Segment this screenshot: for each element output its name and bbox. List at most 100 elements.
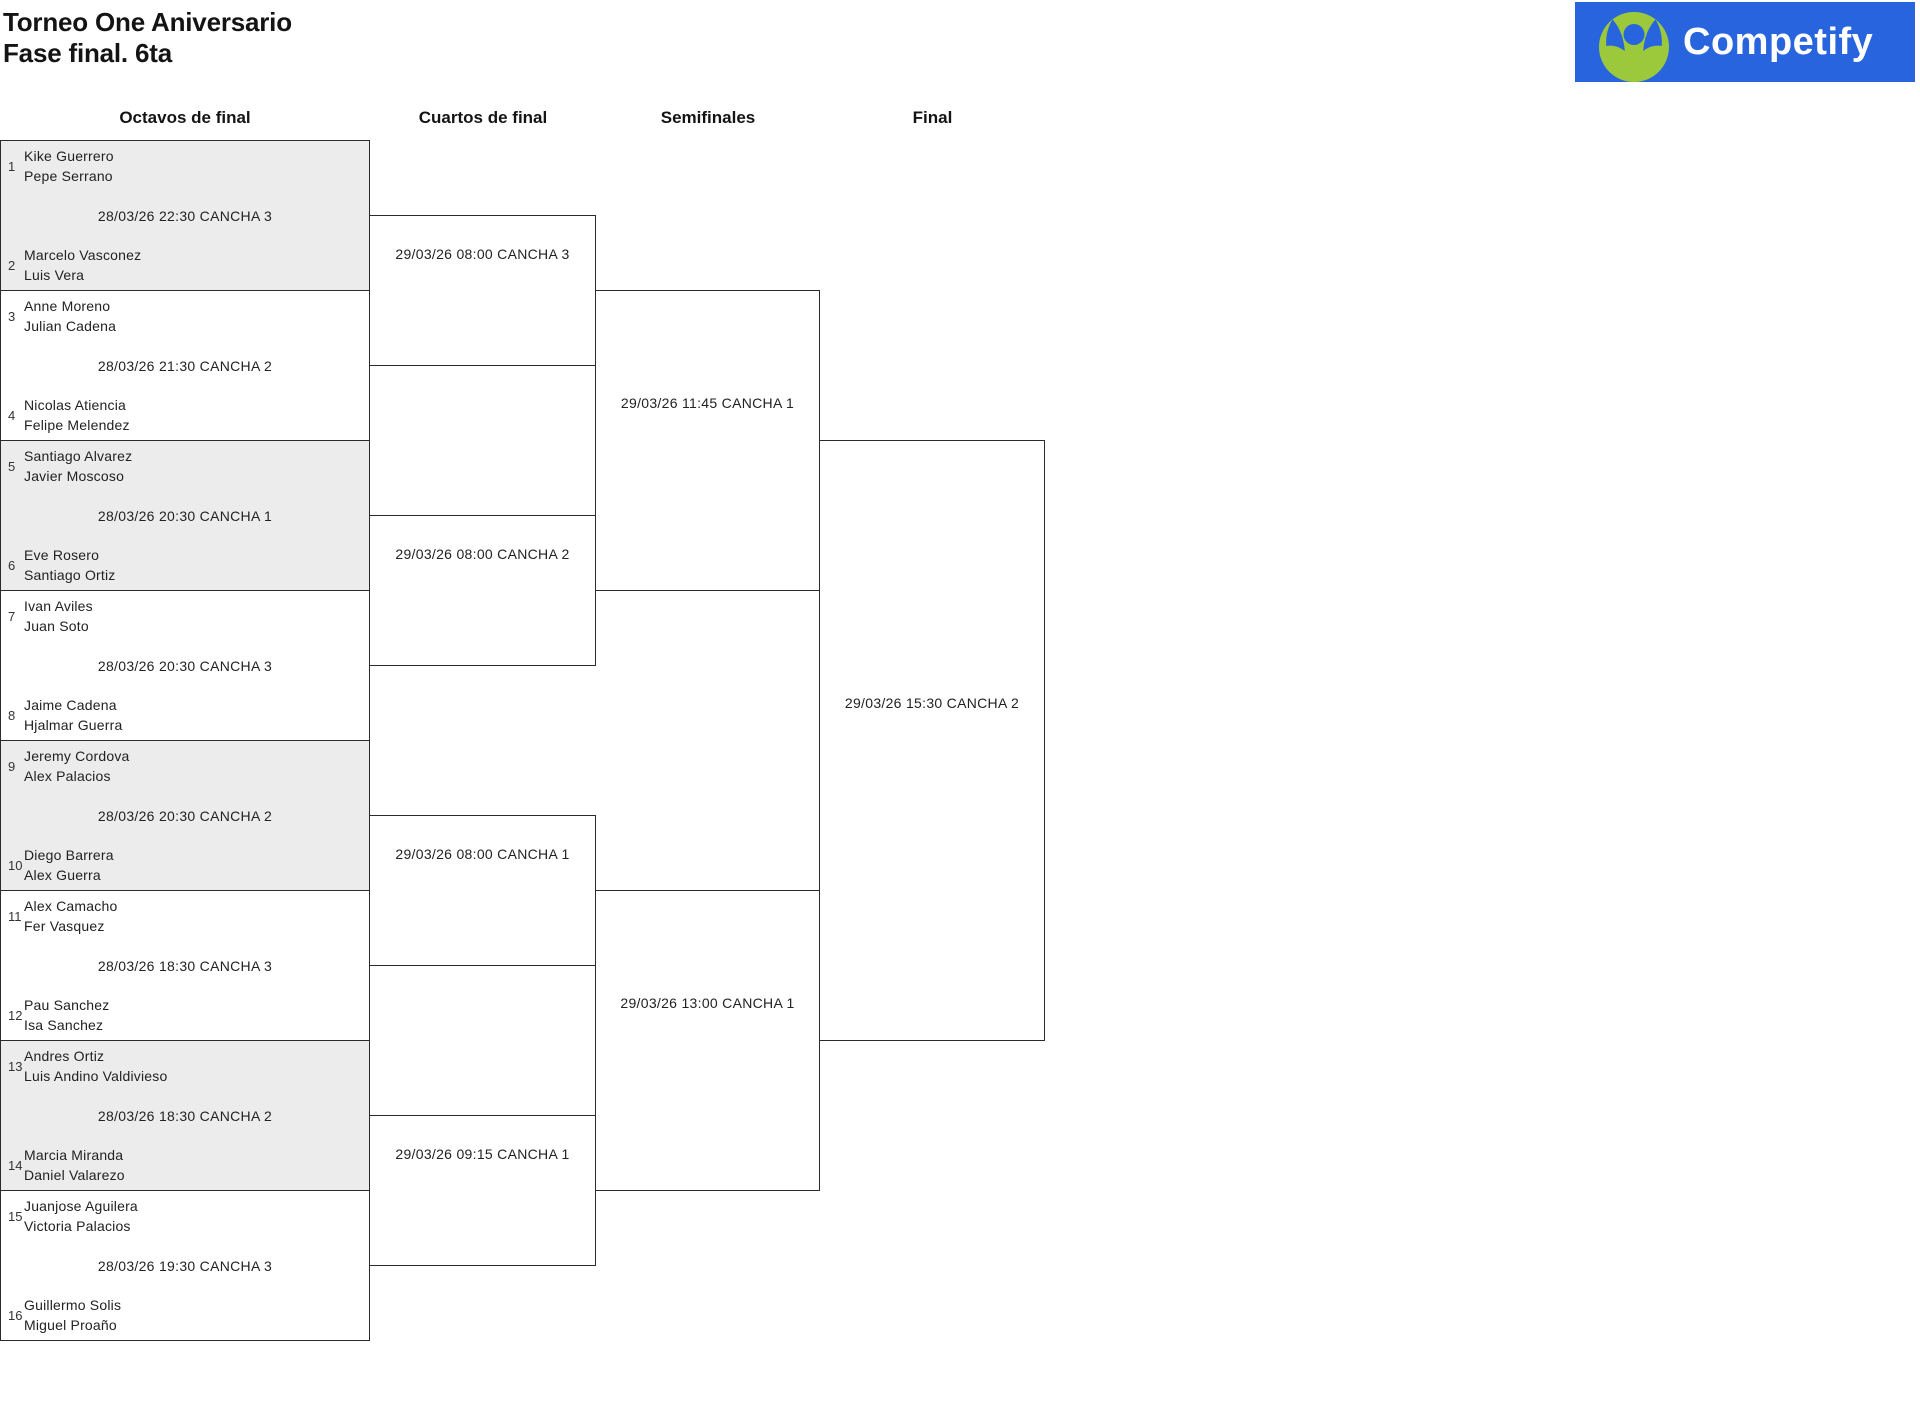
competify-wordmark: Competify — [1683, 20, 1874, 63]
player-name: Juan Soto — [24, 618, 89, 634]
player-name: Diego Barrera — [24, 847, 114, 863]
seed-number: 2 — [8, 257, 16, 273]
quarterfinal-match-3[interactable]: 29/03/26 08:00 CANCHA 1 — [369, 815, 596, 966]
competify-logo[interactable]: Competify — [1575, 2, 1915, 82]
team-pair: Eve Rosero Santiago Ortiz — [24, 545, 116, 585]
r16-match-6[interactable]: 11 Alex Camacho Fer Vasquez 28/03/26 18:… — [0, 890, 370, 1041]
player-name: Eve Rosero — [24, 547, 100, 563]
r16-match-2[interactable]: 3 Anne Moreno Julian Cadena 28/03/26 21:… — [0, 290, 370, 441]
r16-match-7[interactable]: 13 Andres Ortiz Luis Andino Valdivieso 2… — [0, 1040, 370, 1191]
player-name: Jaime Cadena — [24, 697, 117, 713]
seed-number: 1 — [8, 158, 16, 174]
player-name: Anne Moreno — [24, 298, 111, 314]
player-name: Santiago Alvarez — [24, 448, 133, 464]
player-name: Santiago Ortiz — [24, 567, 116, 583]
player-name: Marcelo Vasconez — [24, 247, 142, 263]
competify-logo-icon — [1599, 12, 1669, 82]
match-datetime: 28/03/26 19:30 CANCHA 3 — [97, 1258, 273, 1274]
seed-number: 13 — [8, 1058, 23, 1074]
seed-number: 7 — [8, 608, 16, 624]
player-name: Luis Vera — [24, 267, 85, 283]
player-name: Pepe Serrano — [24, 168, 113, 184]
player-name: Alex Guerra — [24, 867, 101, 883]
team-pair: Kike Guerrero Pepe Serrano — [24, 146, 114, 186]
team-pair: Andres Ortiz Luis Andino Valdivieso — [24, 1046, 167, 1086]
match-datetime: 29/03/26 08:00 CANCHA 2 — [395, 546, 570, 562]
seed-number: 3 — [8, 308, 16, 324]
player-name: Juanjose Aguilera — [24, 1198, 138, 1214]
player-name: Julian Cadena — [24, 318, 117, 334]
match-datetime: 28/03/26 20:30 CANCHA 3 — [97, 658, 273, 674]
team-pair: Ivan Aviles Juan Soto — [24, 596, 93, 636]
player-name: Miguel Proaño — [24, 1317, 117, 1333]
player-name: Kike Guerrero — [24, 148, 114, 164]
team-pair: Guillermo Solis Miguel Proaño — [24, 1295, 121, 1335]
quarterfinal-match-4[interactable]: 29/03/26 09:15 CANCHA 1 — [369, 1115, 596, 1266]
player-name: Andres Ortiz — [24, 1048, 105, 1064]
seed-number: 11 — [8, 908, 22, 924]
quarterfinal-match-2[interactable]: 29/03/26 08:00 CANCHA 2 — [369, 515, 596, 666]
player-name: Pau Sanchez — [24, 997, 110, 1013]
player-name: Alex Camacho — [24, 898, 118, 914]
phase-name: Fase final. 6ta — [3, 38, 172, 68]
player-name: Javier Moscoso — [24, 468, 125, 484]
player-name: Hjalmar Guerra — [24, 717, 123, 733]
seed-number: 16 — [8, 1307, 23, 1323]
player-name: Guillermo Solis — [24, 1297, 122, 1313]
seed-number: 15 — [8, 1208, 23, 1224]
player-name: Nicolas Atiencia — [24, 397, 127, 413]
player-name: Daniel Valarezo — [24, 1167, 125, 1183]
player-name: Victoria Palacios — [24, 1218, 131, 1234]
team-pair: Alex Camacho Fer Vasquez — [24, 896, 117, 936]
player-name: Fer Vasquez — [24, 918, 105, 934]
semifinal-match-1[interactable]: 29/03/26 11:45 CANCHA 1 — [595, 290, 820, 591]
seed-number: 6 — [8, 557, 16, 573]
player-name: Jeremy Cordova — [24, 748, 130, 764]
team-pair: Jeremy Cordova Alex Palacios — [24, 746, 130, 786]
semifinal-match-2[interactable]: 29/03/26 13:00 CANCHA 1 — [595, 890, 820, 1191]
match-datetime: 28/03/26 22:30 CANCHA 3 — [97, 208, 273, 224]
seed-number: 4 — [8, 407, 16, 423]
player-name: Felipe Melendez — [24, 417, 130, 433]
team-pair: Diego Barrera Alex Guerra — [24, 845, 114, 885]
round-header-octavos: Octavos de final — [119, 108, 251, 127]
match-datetime: 29/03/26 08:00 CANCHA 1 — [395, 846, 570, 862]
r16-match-1[interactable]: 1 Kike Guerrero Pepe Serrano 28/03/26 22… — [0, 140, 370, 291]
team-pair: Pau Sanchez Isa Sanchez — [24, 995, 109, 1035]
team-pair: Jaime Cadena Hjalmar Guerra — [24, 695, 123, 735]
match-datetime: 29/03/26 09:15 CANCHA 1 — [395, 1146, 570, 1162]
player-name: Luis Andino Valdivieso — [24, 1068, 168, 1084]
match-datetime: 28/03/26 18:30 CANCHA 3 — [97, 958, 273, 974]
match-datetime: 28/03/26 18:30 CANCHA 2 — [97, 1108, 273, 1124]
match-datetime: 28/03/26 21:30 CANCHA 2 — [97, 358, 273, 374]
page-title: Torneo One Aniversario Fase final. 6ta — [3, 7, 292, 69]
team-pair: Marcelo Vasconez Luis Vera — [24, 245, 141, 285]
r16-match-8[interactable]: 15 Juanjose Aguilera Victoria Palacios 2… — [0, 1190, 370, 1341]
match-datetime: 29/03/26 11:45 CANCHA 1 — [620, 395, 795, 411]
match-datetime: 29/03/26 13:00 CANCHA 1 — [620, 995, 795, 1011]
player-name: Ivan Aviles — [24, 598, 93, 614]
seed-number: 14 — [8, 1157, 23, 1173]
round-header-final: Final — [912, 108, 953, 127]
tournament-name: Torneo One Aniversario — [3, 7, 292, 37]
r16-match-3[interactable]: 5 Santiago Alvarez Javier Moscoso 28/03/… — [0, 440, 370, 591]
seed-number: 12 — [8, 1007, 23, 1023]
r16-match-5[interactable]: 9 Jeremy Cordova Alex Palacios 28/03/26 … — [0, 740, 370, 891]
final-match[interactable]: 29/03/26 15:30 CANCHA 2 — [819, 440, 1045, 1041]
player-name: Marcia Miranda — [24, 1147, 124, 1163]
team-pair: Anne Moreno Julian Cadena — [24, 296, 116, 336]
seed-number: 9 — [8, 758, 16, 774]
match-datetime: 29/03/26 08:00 CANCHA 3 — [395, 246, 570, 262]
round-header-semifinales: Semifinales — [660, 108, 756, 127]
quarterfinal-match-1[interactable]: 29/03/26 08:00 CANCHA 3 — [369, 215, 596, 366]
team-pair: Marcia Miranda Daniel Valarezo — [24, 1145, 125, 1185]
team-pair: Nicolas Atiencia Felipe Melendez — [24, 395, 130, 435]
team-pair: Juanjose Aguilera Victoria Palacios — [24, 1196, 138, 1236]
seed-number: 8 — [8, 707, 16, 723]
match-datetime: 29/03/26 15:30 CANCHA 2 — [844, 695, 1020, 711]
r16-match-4[interactable]: 7 Ivan Aviles Juan Soto 28/03/26 20:30 C… — [0, 590, 370, 741]
team-pair: Santiago Alvarez Javier Moscoso — [24, 446, 132, 486]
match-datetime: 28/03/26 20:30 CANCHA 1 — [97, 508, 273, 524]
seed-number: 10 — [8, 857, 23, 873]
